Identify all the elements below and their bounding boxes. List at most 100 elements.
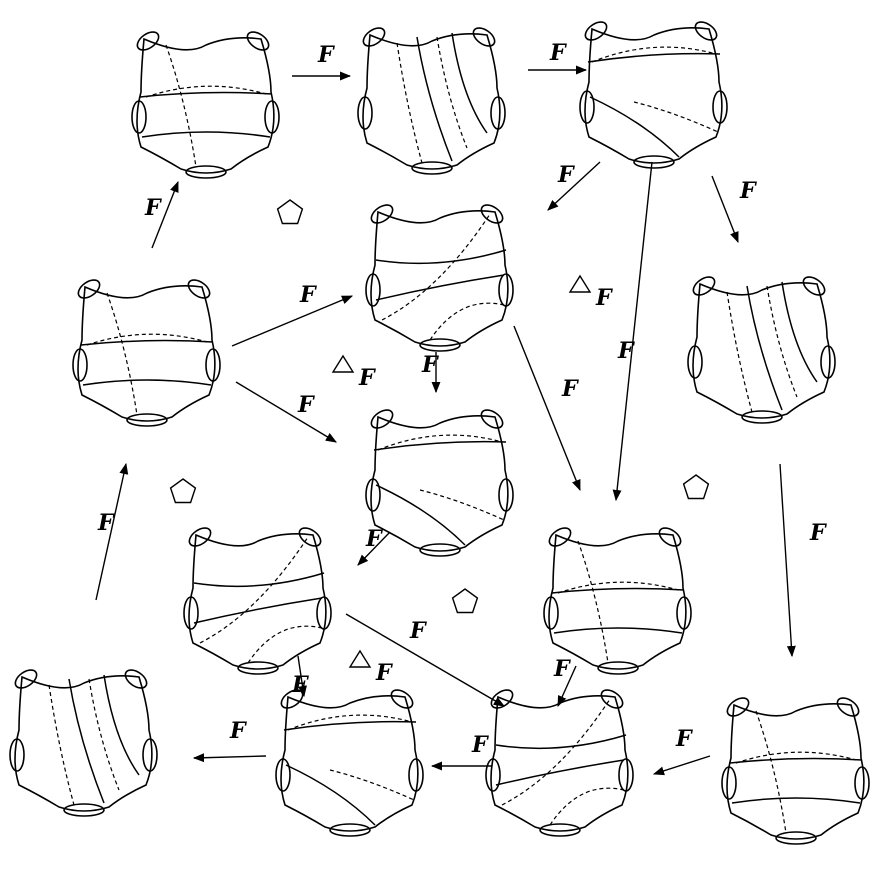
arrow-label: F — [97, 510, 115, 536]
cuff-ellipse — [10, 739, 24, 771]
curve-dashed — [330, 770, 414, 800]
arrow-line — [194, 756, 266, 758]
cuff-ellipse — [409, 759, 423, 791]
curve-solid — [376, 250, 506, 263]
pentagon-shape — [453, 589, 478, 613]
surface-s5 — [73, 276, 220, 426]
curve-solid — [284, 722, 416, 730]
flip-arrow: F — [346, 614, 504, 706]
cuff-ellipse — [122, 666, 150, 691]
arrow-label: F — [297, 392, 315, 418]
surface-outline — [549, 534, 686, 669]
curve-dashed — [727, 292, 752, 412]
arrow-label: F — [561, 376, 579, 402]
cuff-ellipse — [544, 597, 558, 629]
cuff-ellipse — [580, 91, 594, 123]
cuff-ellipse — [722, 767, 736, 799]
surface-s3 — [580, 18, 727, 168]
cuff-ellipse — [317, 597, 331, 629]
cuff-ellipse — [619, 759, 633, 791]
arrow-label: F — [409, 618, 427, 644]
pentagon-shape — [171, 479, 196, 503]
surface-s1 — [132, 28, 279, 178]
curve-solid — [194, 573, 324, 586]
curve-solid — [286, 765, 375, 825]
arrow-label: F — [557, 162, 575, 188]
arrows-layer: FFFFFFFFFFFFFFFFFFF — [96, 40, 827, 774]
cuff-ellipse — [656, 524, 684, 549]
curve-solid — [374, 442, 506, 450]
curve-solid — [590, 97, 679, 157]
curve-solid — [452, 33, 487, 133]
cuff-ellipse — [499, 274, 513, 306]
surface-s6 — [688, 273, 835, 423]
cuff-ellipse — [296, 524, 324, 549]
curve-solid — [554, 628, 682, 633]
arrow-label: F — [365, 526, 383, 552]
surface-s10 — [10, 666, 157, 816]
cuff-ellipse — [366, 479, 380, 511]
cuff-ellipse — [821, 346, 835, 378]
surface-s8 — [184, 524, 331, 674]
curve-dashed — [200, 537, 308, 643]
cuff-ellipse — [358, 97, 372, 129]
cuff-ellipse — [132, 101, 146, 133]
flip-arrow: F — [292, 42, 350, 76]
arrow-line — [616, 162, 652, 500]
flip-arrow: F — [236, 382, 336, 442]
curve-solid — [83, 380, 211, 385]
arrow-label: F — [675, 726, 693, 752]
triangle-marker: F — [350, 651, 393, 686]
curve-dashed — [248, 626, 322, 663]
flip-arrow: F — [528, 40, 586, 70]
pentagon-shape — [684, 475, 709, 499]
curve-dashed — [634, 102, 718, 132]
cuff-ellipse — [486, 759, 500, 791]
curve-dashed — [166, 45, 196, 167]
flip-arrow: F — [514, 326, 580, 490]
flip-arrow: F — [421, 352, 439, 392]
surface-s4 — [366, 201, 513, 351]
curve-solid — [417, 37, 452, 161]
cuff-ellipse — [206, 349, 220, 381]
flip-arrow: F — [291, 656, 309, 698]
curve-dashed — [550, 788, 624, 825]
arrow-line — [654, 756, 710, 774]
surface-s9 — [544, 524, 691, 674]
arrow-line — [236, 382, 336, 442]
cuff-ellipse — [713, 91, 727, 123]
triangle-marker: F — [570, 276, 613, 311]
curve-dashed — [420, 490, 504, 520]
curve-solid — [194, 598, 322, 623]
curve-dashed — [756, 711, 786, 833]
curve-dashed — [430, 303, 504, 340]
cuff-ellipse — [185, 276, 213, 301]
cuff-ellipse — [244, 28, 272, 53]
pentagon-marker — [171, 479, 196, 503]
curve-dashed — [502, 699, 610, 805]
triangle-marker: F — [333, 356, 376, 391]
surface-s12 — [486, 686, 633, 836]
cuff-ellipse — [265, 101, 279, 133]
arrow-line — [548, 162, 600, 210]
curve-solid — [376, 275, 504, 300]
arrow-label: F — [317, 42, 335, 68]
curve-solid — [104, 675, 139, 775]
cuff-ellipse — [478, 406, 506, 431]
flip-arrow: F — [654, 726, 710, 774]
curve-solid — [782, 282, 817, 382]
cuff-ellipse — [499, 479, 513, 511]
cuff-ellipse — [478, 201, 506, 226]
curve-solid — [588, 54, 720, 62]
cuff-ellipse — [184, 597, 198, 629]
surface-s13 — [722, 694, 869, 844]
curve-solid — [69, 679, 104, 803]
flip-arrow: F — [548, 162, 600, 210]
arrow-label: F — [421, 352, 439, 378]
curve-dashed — [397, 43, 422, 163]
pentagon-shape — [278, 200, 303, 224]
curve-solid — [496, 735, 626, 748]
cuff-ellipse — [143, 739, 157, 771]
curve-solid — [496, 760, 624, 785]
flip-arrow: F — [358, 526, 390, 565]
